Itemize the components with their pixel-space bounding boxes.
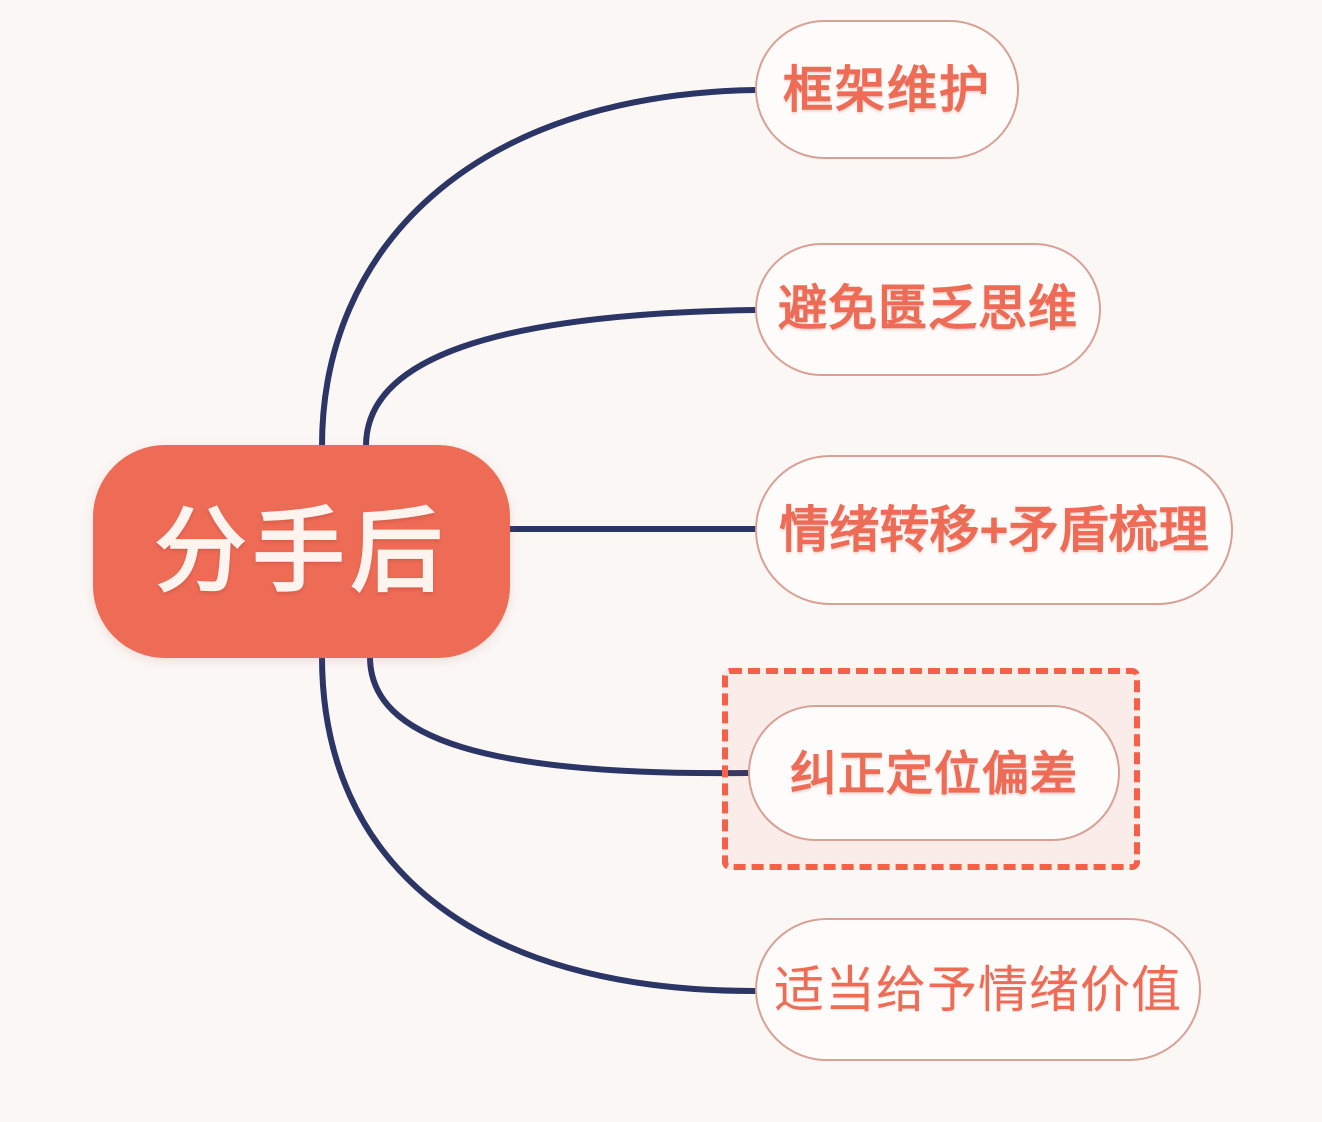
branch-node-provide-emotional-value[interactable]: 适当给予情绪价值	[755, 918, 1201, 1061]
branch-node-framework-maintenance[interactable]: 框架维护	[755, 20, 1019, 159]
branch-node-avoid-scarcity-mindset[interactable]: 避免匮乏思维	[755, 243, 1101, 376]
branch-node-label: 情绪转移+矛盾梳理	[779, 502, 1209, 558]
central-node[interactable]: 分手后	[93, 445, 510, 658]
branch-node-label: 纠正定位偏差	[790, 746, 1078, 800]
branch-node-label: 避免匮乏思维	[777, 282, 1078, 336]
branch-node-label: 适当给予情绪价值	[774, 961, 1182, 1018]
branch-node-emotion-transfer-conflict-sorting[interactable]: 情绪转移+矛盾梳理	[755, 455, 1233, 605]
branch-node-correct-positioning-deviation[interactable]: 纠正定位偏差	[748, 705, 1120, 841]
connector-line-1	[319, 87, 758, 449]
branch-node-label: 框架维护	[783, 61, 991, 118]
connector-line-5	[319, 654, 760, 995]
connector-line-4	[367, 654, 751, 777]
central-node-label: 分手后	[154, 500, 449, 603]
connector-line-2	[363, 307, 758, 449]
